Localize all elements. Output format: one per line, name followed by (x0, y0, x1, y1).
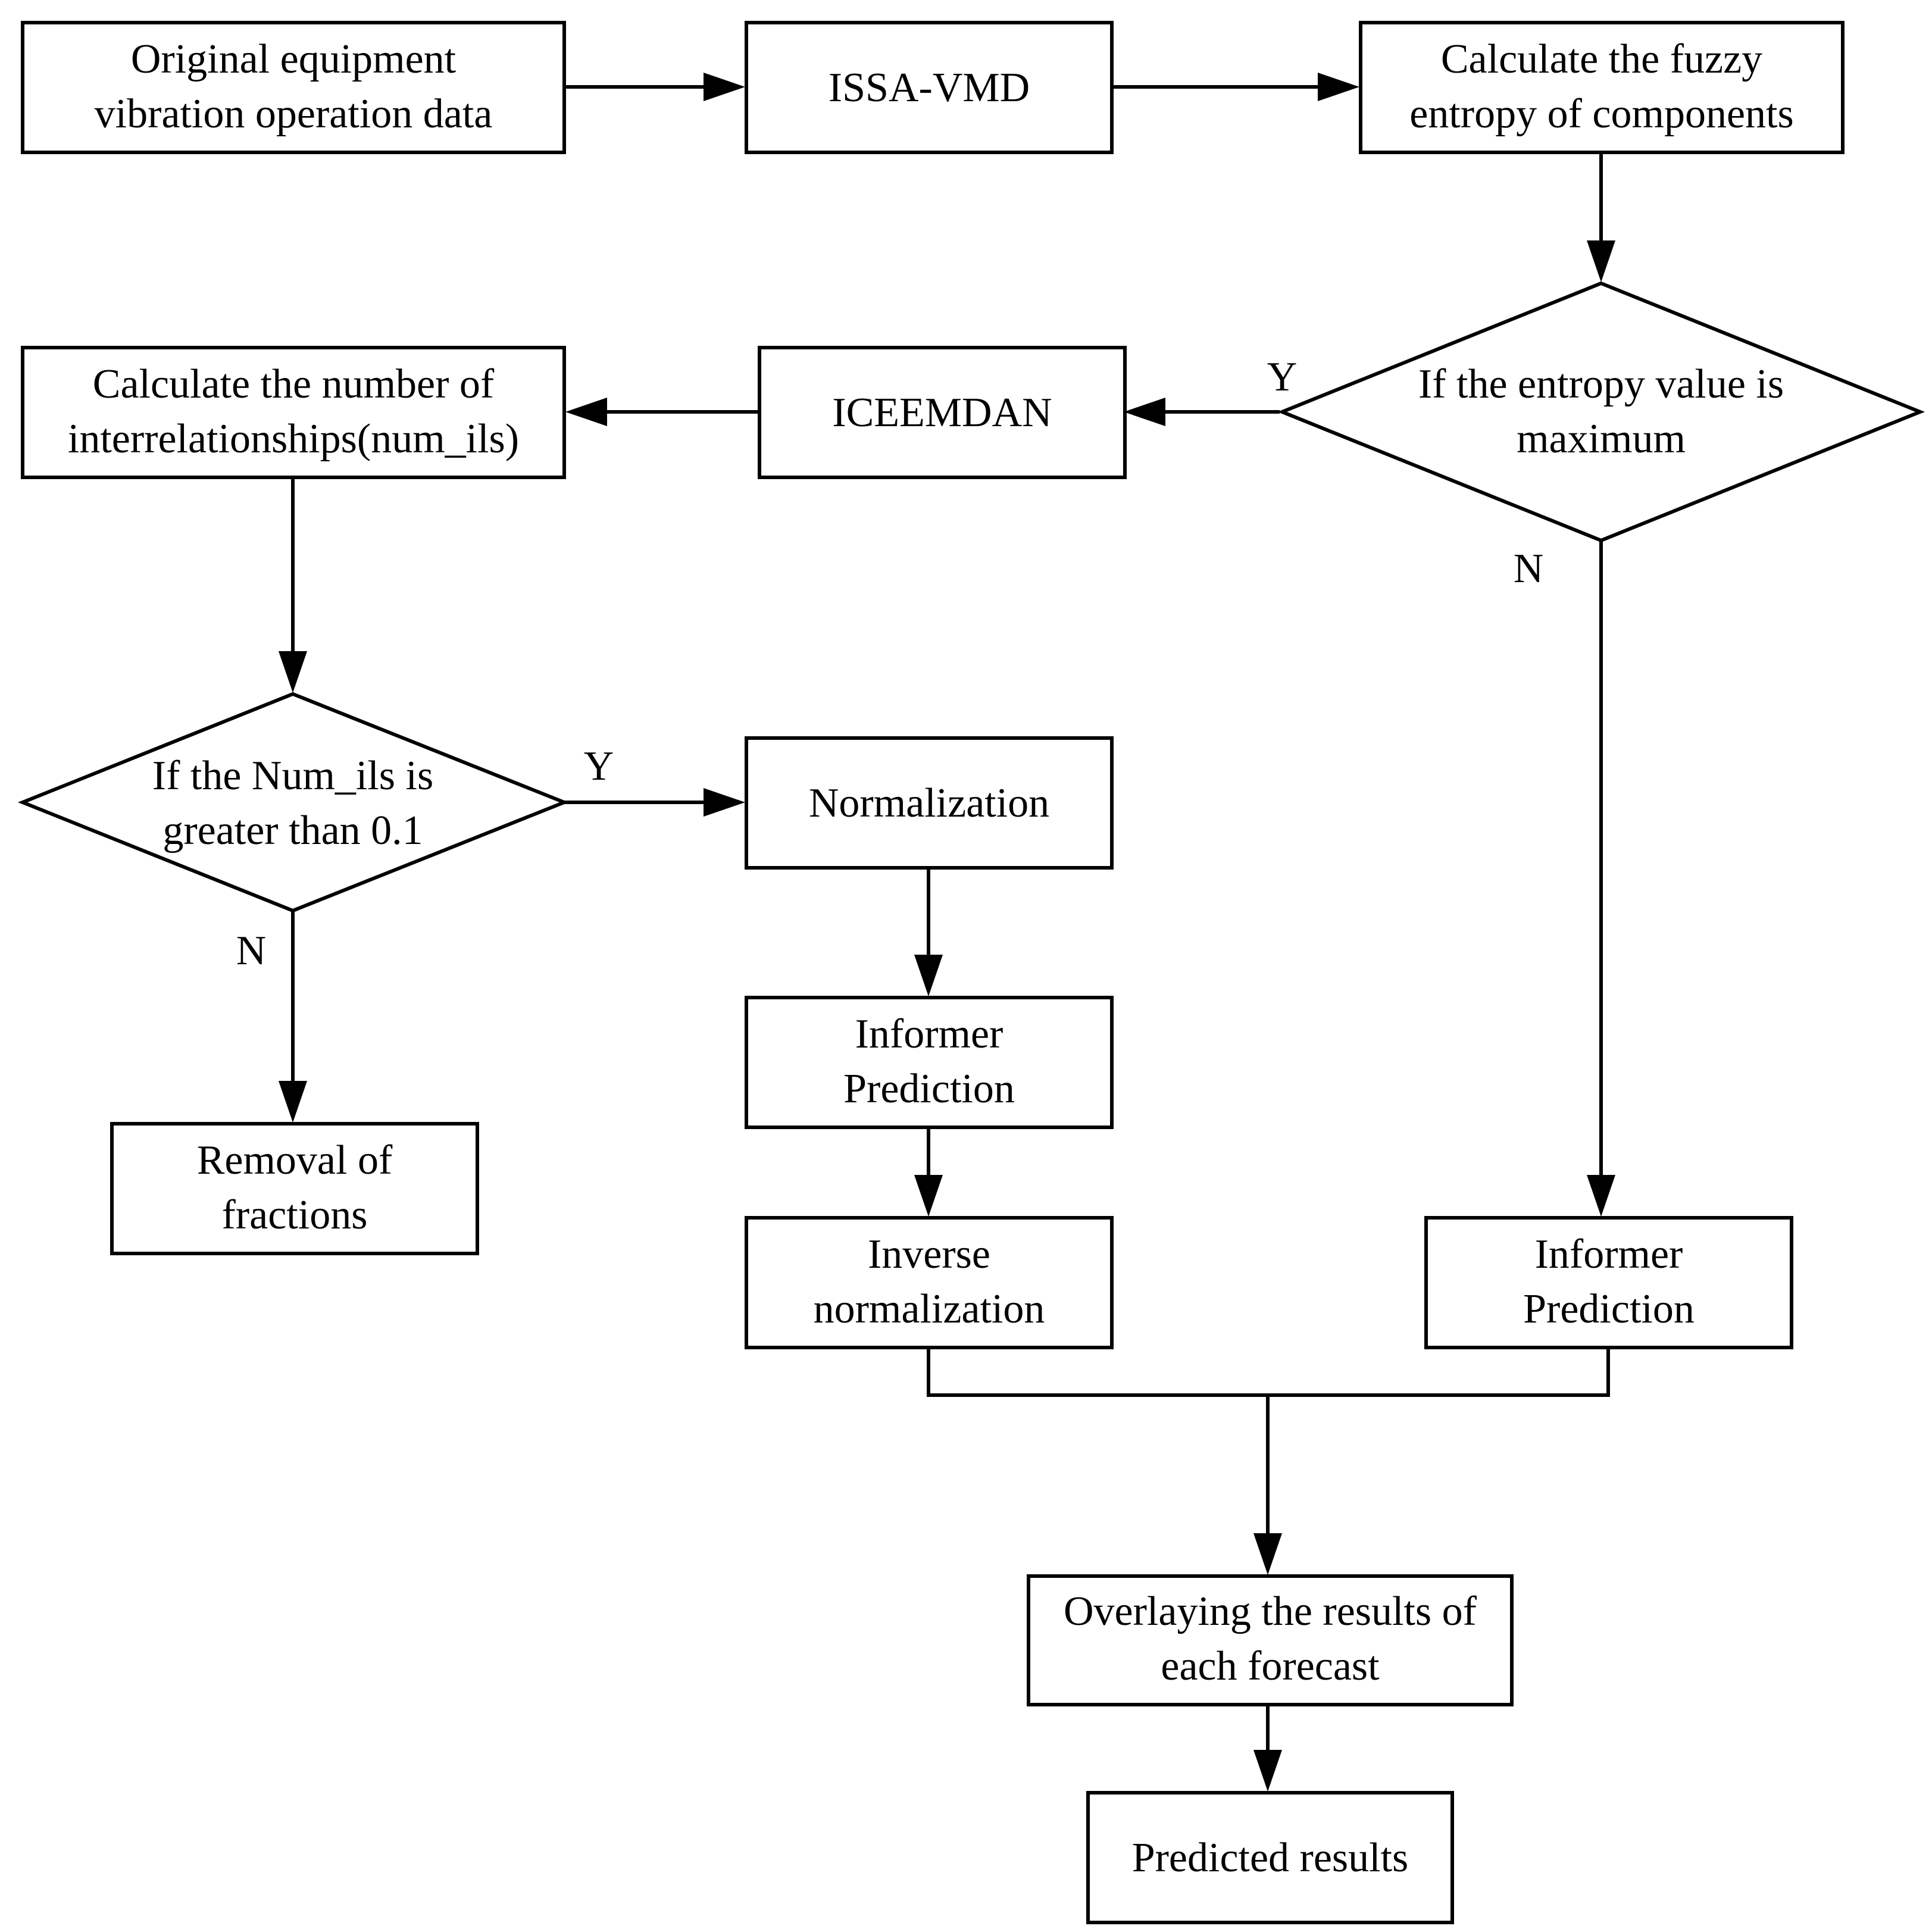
node-original-data-line-1: Original equipment (131, 36, 457, 82)
arrow-overlay-to-predicted (1253, 1703, 1282, 1792)
node-issa-vmd-line-1: ISSA-VMD (829, 65, 1030, 111)
node-num-ils-calc: Calculate the number of interrelationshi… (21, 346, 566, 479)
arrow-decision-no-to-removal (279, 911, 307, 1123)
arrow-decision-yes-to-normalization (564, 788, 745, 817)
arrow-decision-yes-to-iceemdan (1124, 398, 1280, 426)
node-removal: Removal of fractions (110, 1122, 479, 1255)
node-iceemdan-line-1: ICEEMDAN (832, 390, 1052, 436)
node-num-ils-calc-line-2: interrelationships(num_ils) (68, 416, 519, 462)
node-inverse-normalization-line-1: Inverse (868, 1231, 990, 1277)
node-removal-line-1: Removal of (197, 1137, 393, 1183)
node-overlay-line-1: Overlaying the results of (1064, 1589, 1477, 1634)
node-predicted-results: Predicted results (1086, 1791, 1454, 1924)
node-overlay-line-2: each forecast (1161, 1643, 1380, 1689)
num-ils-yes-label: Y (584, 743, 614, 789)
node-informer-right: Informer Prediction (1424, 1216, 1793, 1349)
merge-connector (927, 1346, 1610, 1575)
node-fuzzy-entropy: Calculate the fuzzy entropy of component… (1359, 21, 1845, 154)
node-overlay: Overlaying the results of each forecast (1027, 1574, 1514, 1706)
arrow-iceemdan-to-numils (565, 398, 758, 426)
node-informer-left-line-2: Prediction (843, 1066, 1015, 1112)
node-predicted-results-line-1: Predicted results (1132, 1835, 1409, 1881)
decision-entropy-line-1: If the entropy value is (1418, 361, 1784, 407)
num-ils-no-label: N (236, 928, 267, 974)
arrow-entropy-to-decision (1587, 152, 1615, 282)
node-original-data: Original equipment vibration operation d… (21, 21, 566, 154)
decision-entropy-line-2: maximum (1517, 416, 1686, 462)
decision-num-ils: If the Num_ils is greater than 0.1 (17, 692, 570, 913)
node-informer-left-line-1: Informer (855, 1011, 1003, 1057)
node-fuzzy-entropy-line-2: entropy of components (1409, 91, 1793, 137)
entropy-yes-label: Y (1267, 354, 1298, 400)
node-iceemdan: ICEEMDAN (758, 346, 1127, 479)
arrow-numils-to-decision (279, 477, 307, 693)
arrow-original-to-vmd (565, 73, 745, 101)
node-informer-right-line-2: Prediction (1523, 1286, 1695, 1332)
node-original-data-line-2: vibration operation data (95, 91, 493, 137)
arrow-informer-to-inverse (914, 1127, 943, 1217)
decision-entropy: If the entropy value is maximum (1277, 281, 1925, 543)
node-num-ils-calc-line-1: Calculate the number of (93, 361, 495, 407)
node-informer-right-line-1: Informer (1535, 1231, 1683, 1277)
node-normalization: Normalization (745, 736, 1114, 870)
arrow-vmd-to-entropy (1111, 73, 1359, 101)
node-informer-left: Informer Prediction (745, 996, 1114, 1129)
arrow-normalization-to-informer (914, 868, 943, 996)
entropy-no-label: N (1514, 546, 1544, 592)
node-issa-vmd: ISSA-VMD (745, 21, 1114, 154)
node-inverse-normalization: Inverse normalization (745, 1216, 1114, 1349)
node-removal-line-2: fractions (222, 1192, 368, 1238)
node-fuzzy-entropy-line-1: Calculate the fuzzy (1441, 36, 1762, 82)
decision-num-ils-line-2: greater than 0.1 (162, 808, 423, 854)
decision-num-ils-line-1: If the Num_ils is (152, 753, 433, 799)
node-normalization-line-1: Normalization (809, 780, 1049, 826)
node-inverse-normalization-line-2: normalization (814, 1286, 1045, 1332)
connectors (279, 73, 1615, 1792)
arrow-decision-no-to-informer-right (1587, 540, 1615, 1217)
